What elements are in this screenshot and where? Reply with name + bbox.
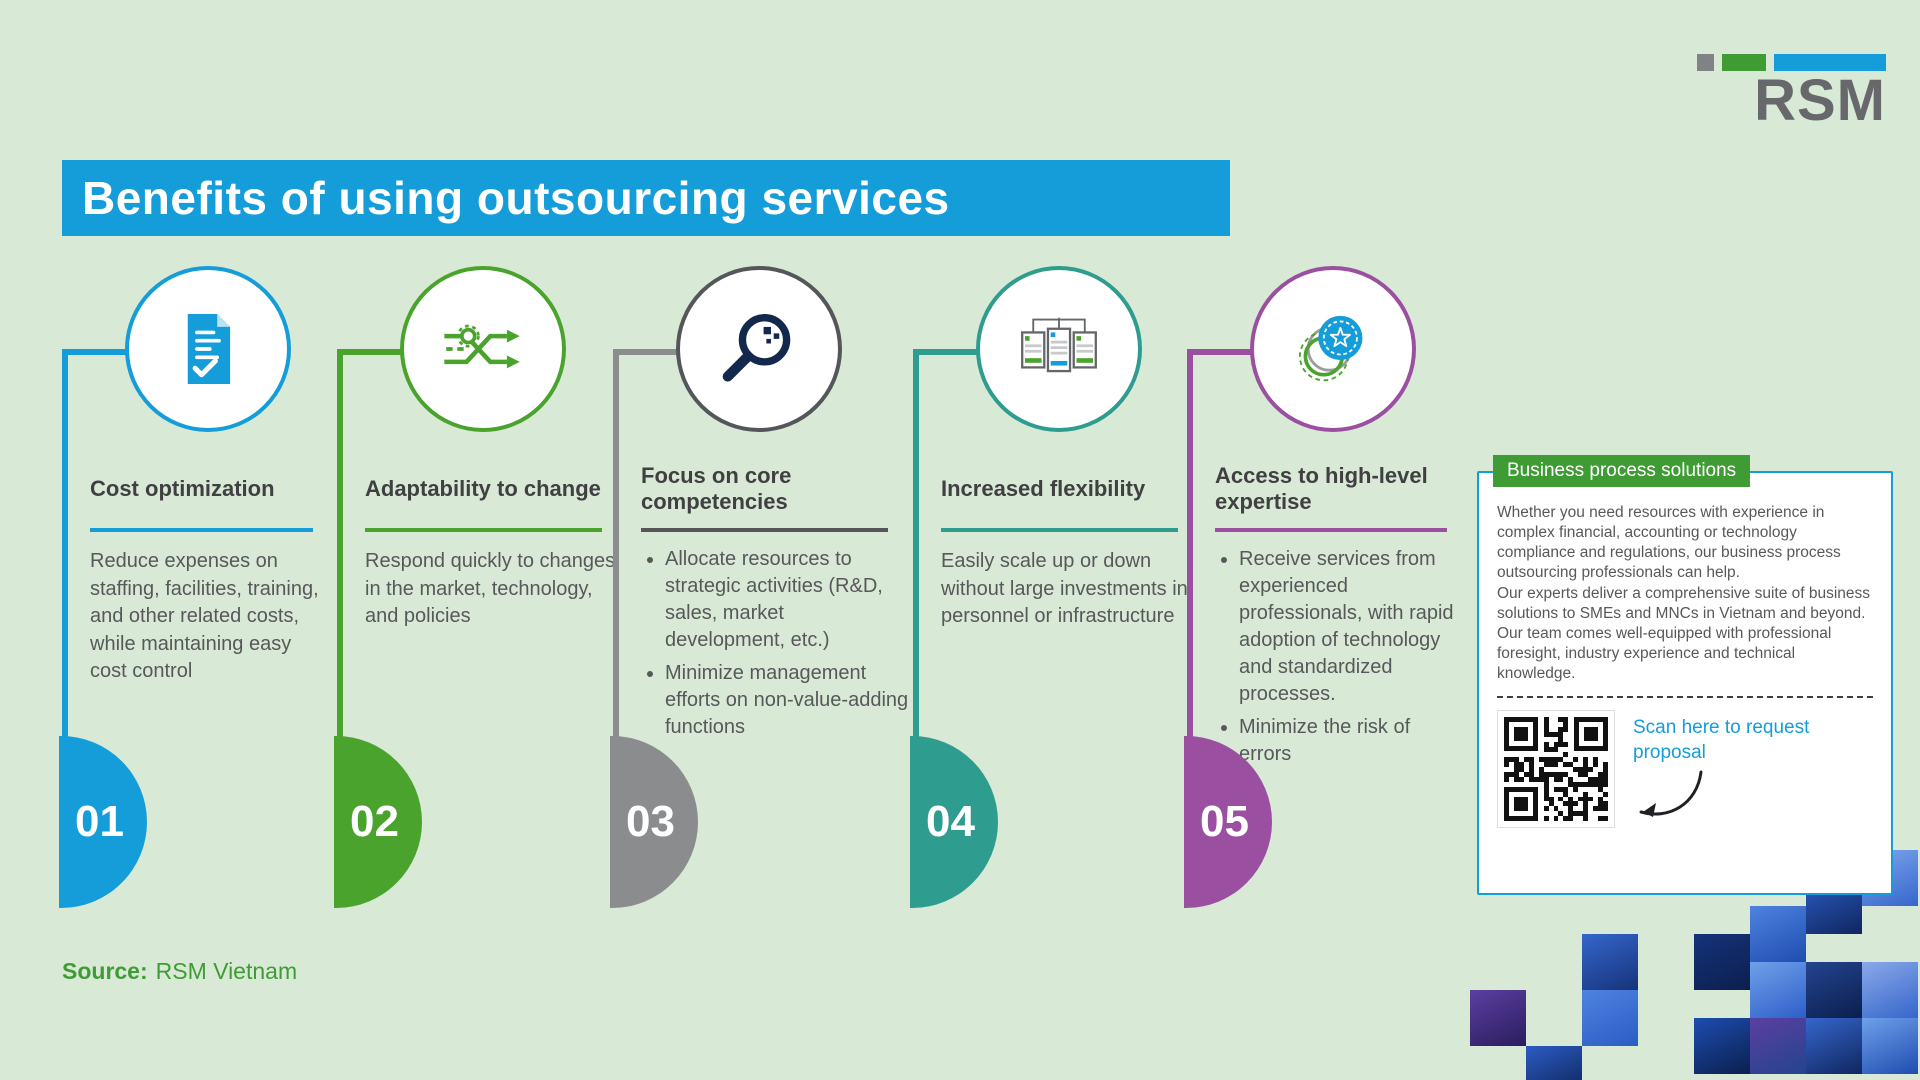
curved-arrow-icon (1639, 770, 1703, 818)
column-line (337, 349, 343, 823)
title-underline (641, 528, 888, 532)
benefit-number: 04 (910, 736, 998, 908)
solutions-box-header: Business process solutions (1493, 455, 1751, 487)
column-line-connector (337, 349, 405, 355)
award-badge-icon (1250, 266, 1416, 432)
benefit-column-flexibility: Increased flexibility Easily scale up or… (910, 266, 1213, 911)
column-line-connector (1187, 349, 1255, 355)
qr-finder-icon (1504, 787, 1538, 822)
benefit-bullet: Minimize management efforts on non-value… (665, 660, 909, 741)
qr-finder-icon (1504, 717, 1538, 752)
benefit-number: 02 (334, 736, 422, 908)
logo-green-bar (1722, 54, 1766, 71)
source-value: RSM Vietnam (155, 958, 298, 984)
benefit-title: Cost optimization (90, 476, 275, 502)
rsm-logo-bars (1656, 54, 1886, 71)
benefit-text: Easily scale up or down without large in… (941, 550, 1188, 628)
benefit-column-adaptability: Adaptability to change Respond quickly t… (334, 266, 637, 911)
benefit-column-expertise: Access to high-level expertise Receive s… (1184, 266, 1487, 911)
magnifier-icon (676, 266, 842, 432)
title-underline (365, 528, 603, 532)
solutions-box: Whether you need resources with experien… (1477, 471, 1893, 895)
solutions-paragraph-1: Whether you need resources with experien… (1497, 504, 1841, 582)
arrows-gear-icon (400, 266, 566, 432)
page-title: Benefits of using outsourcing services (62, 160, 1230, 236)
source-label: Source: (62, 958, 148, 984)
logo-gray-bar (1697, 54, 1714, 71)
rsm-logo: RSM (1656, 54, 1886, 132)
column-line (1187, 349, 1193, 823)
benefit-bullet: Receive services from experienced profes… (1239, 546, 1467, 708)
qr-modules (1504, 717, 1608, 822)
column-line (62, 349, 68, 823)
benefit-number: 01 (59, 736, 147, 908)
logo-blue-bar (1774, 54, 1886, 71)
title-underline (1215, 528, 1447, 532)
column-line-connector (62, 349, 130, 355)
benefit-text: Reduce expenses on staffing, facilities,… (90, 550, 319, 683)
benefit-title: Focus on core competencies (641, 463, 792, 514)
benefit-text: Respond quickly to changes in the market… (365, 550, 616, 628)
benefit-bullet-list: Receive services from experienced profes… (1215, 546, 1467, 768)
benefit-title: Increased flexibility (941, 476, 1146, 502)
title-underline (941, 528, 1179, 532)
benefit-title: Access to high-level expertise (1215, 463, 1428, 514)
qr-finder-icon (1574, 717, 1608, 752)
document-icon (125, 266, 291, 432)
qr-code (1497, 710, 1615, 829)
city-mosaic (1358, 850, 1920, 1080)
source-line: Source: RSM Vietnam (62, 958, 297, 985)
column-line (613, 349, 619, 823)
benefit-number: 03 (610, 736, 698, 908)
benefit-title: Adaptability to change (365, 476, 601, 502)
server-cards-icon (976, 266, 1142, 432)
column-line-connector (613, 349, 681, 355)
qr-caption: Scan here to request proposal (1633, 710, 1873, 828)
rsm-wordmark: RSM (1754, 68, 1886, 133)
benefit-column-cost-optimization: Cost optimization Reduce expenses on sta… (59, 266, 362, 911)
benefit-bullet: Allocate resources to strategic activiti… (665, 546, 909, 654)
dashed-divider (1497, 696, 1873, 699)
qr-caption-text: Scan here to request proposal (1633, 717, 1810, 763)
benefit-bullet: Minimize the risk of errors (1239, 714, 1467, 768)
column-line (913, 349, 919, 823)
benefit-column-core-competencies: Focus on core competencies Allocate reso… (610, 266, 913, 911)
benefit-bullet-list: Allocate resources to strategic activiti… (641, 546, 909, 741)
title-underline (90, 528, 313, 532)
column-line-connector (913, 349, 981, 355)
solutions-paragraph-2: Our experts deliver a comprehensive suit… (1497, 584, 1871, 683)
